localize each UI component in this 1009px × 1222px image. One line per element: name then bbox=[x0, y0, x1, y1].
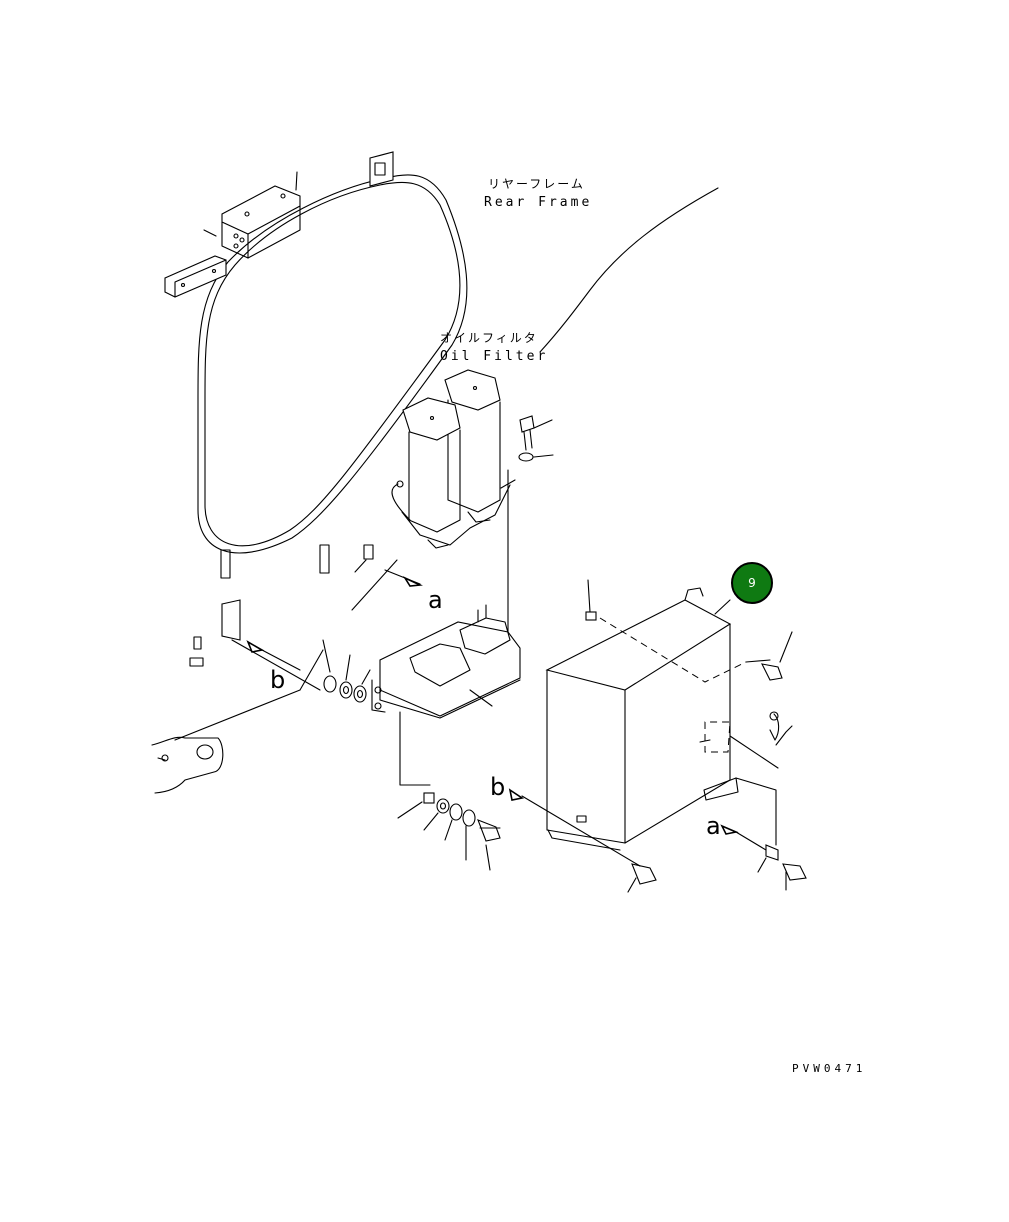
left-washer-stack bbox=[174, 639, 371, 741]
cover-fasteners bbox=[508, 631, 807, 893]
reference-a-lower: a bbox=[706, 812, 721, 840]
part-callout-9[interactable]: 9 bbox=[731, 562, 773, 604]
frame-lug-fragment bbox=[151, 736, 224, 794]
reference-b-left: b bbox=[270, 666, 286, 694]
filter-cover-box bbox=[545, 579, 747, 851]
reference-b-lower: b bbox=[490, 773, 506, 801]
rear-frame-outline bbox=[197, 174, 468, 554]
rear-frame-label-en: Rear Frame bbox=[484, 195, 593, 210]
oil-filter-label-jp: オイルフィルタ bbox=[440, 331, 538, 345]
oil-filter-assembly bbox=[391, 369, 511, 549]
frame-bottom-plates bbox=[189, 544, 423, 691]
filter-bolt-and-washer bbox=[500, 415, 554, 641]
lower-bolt-set bbox=[397, 792, 501, 871]
frame-top-brackets bbox=[164, 151, 394, 298]
rear-frame-leader bbox=[539, 187, 719, 353]
callout-number: 9 bbox=[748, 576, 756, 590]
oil-filter-label-en: Oil Filter bbox=[440, 349, 549, 364]
reference-a-upper: a bbox=[428, 586, 443, 614]
drawing-code: PVW0471 bbox=[792, 1062, 867, 1075]
rear-frame-label-jp: リヤーフレーム bbox=[488, 177, 585, 191]
filter-mount-bracket bbox=[371, 604, 521, 786]
